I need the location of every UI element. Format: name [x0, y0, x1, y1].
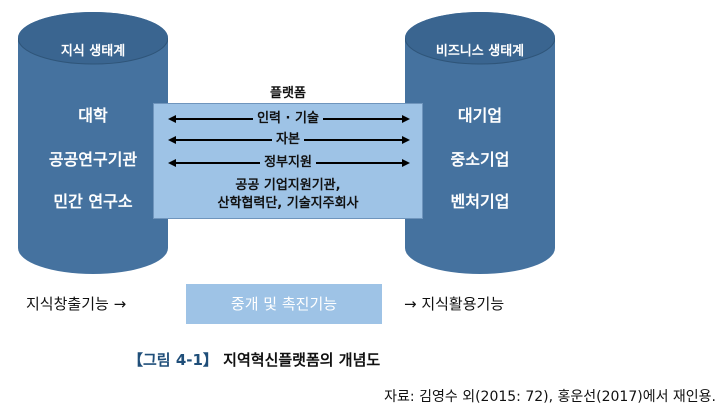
support-institutions-line1: 공공 기업지원기관,: [235, 178, 341, 193]
support-institutions-line2: 산학협력단, 기술지주회사: [217, 196, 359, 211]
platform-title: 플랫폼: [270, 86, 306, 101]
business-ecosystem-cylinder: 비즈니스 생태계 대기업 중소기업 벤처기업: [405, 12, 555, 274]
flow-arrow-capital: 자본: [154, 131, 422, 149]
cylinder-shape: [405, 12, 555, 274]
private-research-lab-label: 민간 연구소: [53, 192, 133, 211]
figure-caption: 【그림 4-1】 지역혁신플랫폼의 개념도: [128, 349, 380, 370]
knowledge-utilization-function: → 지식활용기능: [404, 295, 505, 313]
business-ecosystem-title: 비즈니스 생태계: [435, 44, 525, 59]
knowledge-creation-function: 지식창출기능 →: [26, 295, 127, 313]
large-enterprise-label: 대기업: [457, 106, 503, 125]
brokerage-promotion-function: 중개 및 촉진기능: [186, 284, 382, 324]
public-research-institute-label: 공공연구기관: [48, 150, 138, 169]
platform-box: 인력 · 기술 자본 정부지원 공공 기업지원기관, 산학협력단, 기술지주회사: [153, 103, 423, 219]
flow-arrow-talent-technology: 인력 · 기술: [154, 110, 422, 128]
figure-number: 【그림 4-1】: [128, 351, 218, 369]
knowledge-ecosystem-title: 지식 생태계: [60, 44, 126, 59]
knowledge-ecosystem-cylinder: 지식 생태계 대학 공공연구기관 민간 연구소: [18, 12, 168, 274]
cylinder-shape: [18, 12, 168, 274]
figure-title: 지역혁신플랫폼의 개념도: [223, 351, 381, 369]
flow-label: 정부지원: [260, 155, 316, 170]
flow-label: 자본: [272, 132, 304, 147]
source-note: 자료: 김영수 외(2015: 72), 홍운선(2017)에서 재인용.: [384, 389, 716, 405]
university-label: 대학: [78, 106, 108, 125]
flow-label: 인력 · 기술: [253, 111, 323, 126]
sme-label: 중소기업: [450, 150, 510, 169]
flow-arrow-government-support: 정부지원: [154, 154, 422, 172]
venture-label: 벤처기업: [450, 192, 510, 211]
